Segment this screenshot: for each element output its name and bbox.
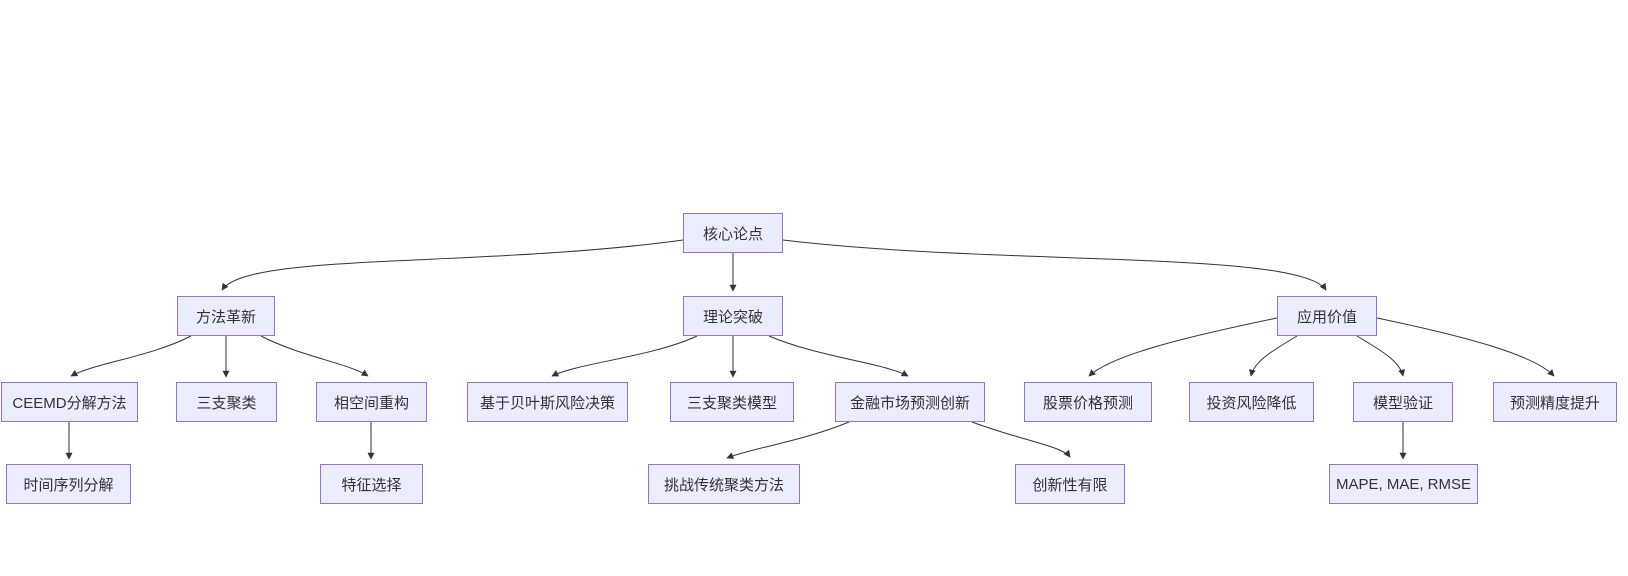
node-feature-selection: 特征选择 (320, 464, 423, 504)
node-core-thesis: 核心论点 (683, 213, 783, 253)
node-time-series-decomposition: 时间序列分解 (6, 464, 131, 504)
node-ceemd-decomposition: CEEMD分解方法 (1, 382, 138, 422)
node-three-way-clustering: 三支聚类 (176, 382, 277, 422)
edge-application-to-validation (1356, 335, 1406, 377)
edge-application-to-stock (1088, 317, 1278, 377)
edge-theory-to-finance (768, 335, 909, 377)
edge-method-to-phase (260, 335, 369, 377)
node-bayesian-risk-decision: 基于贝叶斯风险决策 (467, 382, 628, 422)
edge-core-to-method (221, 239, 684, 291)
node-theory-breakthrough: 理论突破 (683, 296, 783, 336)
edge-finance-to-limited (971, 421, 1071, 458)
edge-application-to-accuracy (1376, 317, 1555, 377)
node-mape-mae-rmse: MAPE, MAE, RMSE (1329, 464, 1478, 504)
node-three-way-clustering-model: 三支聚类模型 (670, 382, 794, 422)
edge-application-to-risk (1248, 335, 1298, 377)
node-model-validation: 模型验证 (1353, 382, 1453, 422)
node-challenge-traditional-clustering: 挑战传统聚类方法 (648, 464, 800, 504)
node-investment-risk-reduction: 投资风险降低 (1189, 382, 1314, 422)
edge-method-to-ceemd (70, 335, 192, 377)
node-phase-space-reconstruction: 相空间重构 (316, 382, 427, 422)
node-limited-innovation: 创新性有限 (1015, 464, 1125, 504)
node-financial-market-prediction-innovation: 金融市场预测创新 (835, 382, 985, 422)
edge-finance-to-challenge (726, 421, 850, 459)
node-stock-price-prediction: 股票价格预测 (1024, 382, 1152, 422)
edge-theory-to-bayes (551, 335, 698, 377)
node-prediction-accuracy-improvement: 预测精度提升 (1493, 382, 1617, 422)
node-application-value: 应用价值 (1277, 296, 1377, 336)
edge-core-to-application (782, 239, 1327, 291)
node-method-innovation: 方法革新 (177, 296, 275, 336)
